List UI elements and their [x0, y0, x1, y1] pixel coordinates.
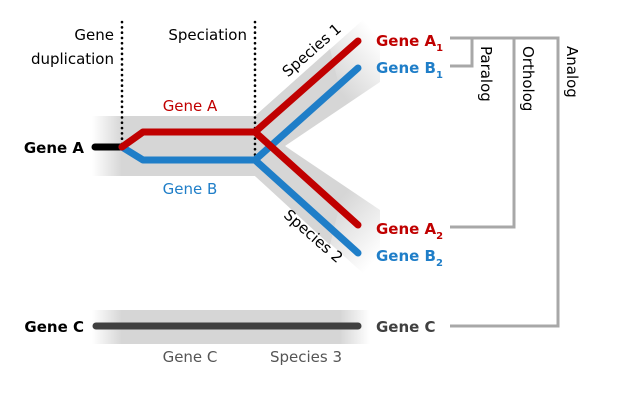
analog-label: Analog: [563, 46, 581, 98]
duplication-label-line1: Gene: [74, 26, 114, 44]
ortholog-label: Ortholog: [519, 46, 537, 111]
gene-a-species-2-line: [251, 128, 362, 229]
relationship-brackets: [450, 36, 560, 328]
leaf-gene-a1-label: Gene A1: [376, 32, 443, 54]
branch-gene-b-label: Gene B: [163, 180, 218, 198]
band-main: [121, 116, 256, 176]
leaf-gene-b1-label: Gene B1: [376, 59, 443, 81]
gene-b-species-2-line: [251, 156, 362, 257]
species-bands: [92, 18, 380, 344]
ortholog-bracket: [450, 36, 516, 229]
gene-c-left-label: Gene C: [24, 318, 84, 336]
root-gene-a-label: Gene A: [24, 139, 85, 157]
gene-c-right-label: Gene C: [376, 318, 436, 336]
duplication-label-line2: duplication: [31, 50, 114, 68]
gene-a-line: [118, 37, 362, 151]
analog-bracket: [450, 36, 560, 328]
branch-gene-a-label: Gene A: [163, 97, 218, 115]
leaf-gene-a2-label: Gene A2: [376, 220, 443, 242]
species-3-label: Species 3: [270, 348, 342, 366]
leaf-gene-b2-label: Gene B2: [376, 247, 443, 269]
paralog-bracket: [450, 36, 474, 68]
speciation-label: Speciation: [168, 26, 247, 44]
paralog-label: Paralog: [477, 46, 495, 102]
gene-b-line: [118, 64, 362, 164]
gene-c-under-label: Gene C: [163, 348, 218, 366]
